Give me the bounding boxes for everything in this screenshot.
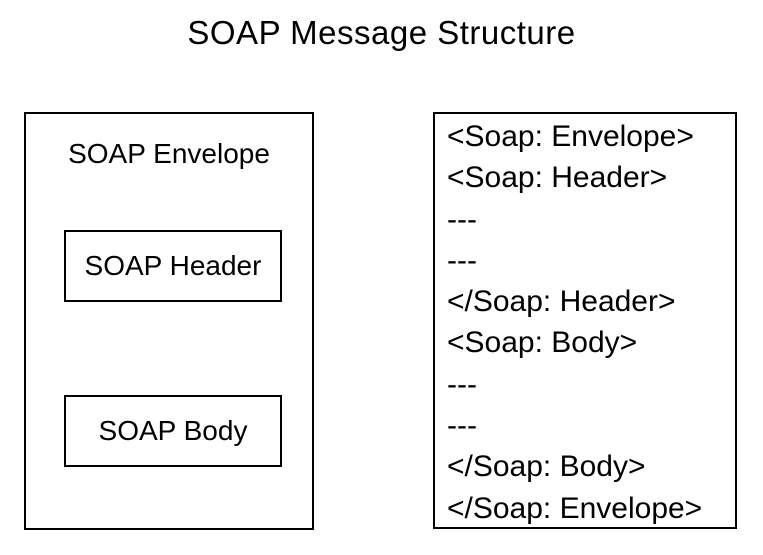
diagram-title: SOAP Message Structure [187, 14, 576, 51]
xml-line-placeholder: --- [447, 202, 477, 236]
soap-envelope-box: SOAP Envelope SOAP Header SOAP Body [24, 112, 314, 530]
xml-line-body-close: </Soap: Body> [447, 450, 646, 484]
xml-line-placeholder: --- [447, 367, 477, 401]
xml-line-placeholder: --- [447, 243, 477, 277]
soap-xml-listing-box: <Soap: Envelope> <Soap: Header> --- --- … [433, 112, 737, 529]
soap-body-box: SOAP Body [64, 395, 282, 467]
xml-line-body-open: <Soap: Body> [447, 326, 638, 360]
soap-body-label: SOAP Body [98, 415, 248, 446]
xml-line-header-close: </Soap: Header> [447, 285, 676, 319]
xml-line-header-open: <Soap: Header> [447, 161, 668, 195]
soap-envelope-label: SOAP Envelope [68, 138, 270, 169]
xml-line-placeholder: --- [447, 409, 477, 443]
xml-line-envelope-close: </Soap: Envelope> [447, 491, 703, 525]
soap-header-label: SOAP Header [84, 250, 262, 281]
xml-line-envelope-open: <Soap: Envelope> [447, 120, 694, 153]
soap-header-box: SOAP Header [64, 230, 282, 302]
